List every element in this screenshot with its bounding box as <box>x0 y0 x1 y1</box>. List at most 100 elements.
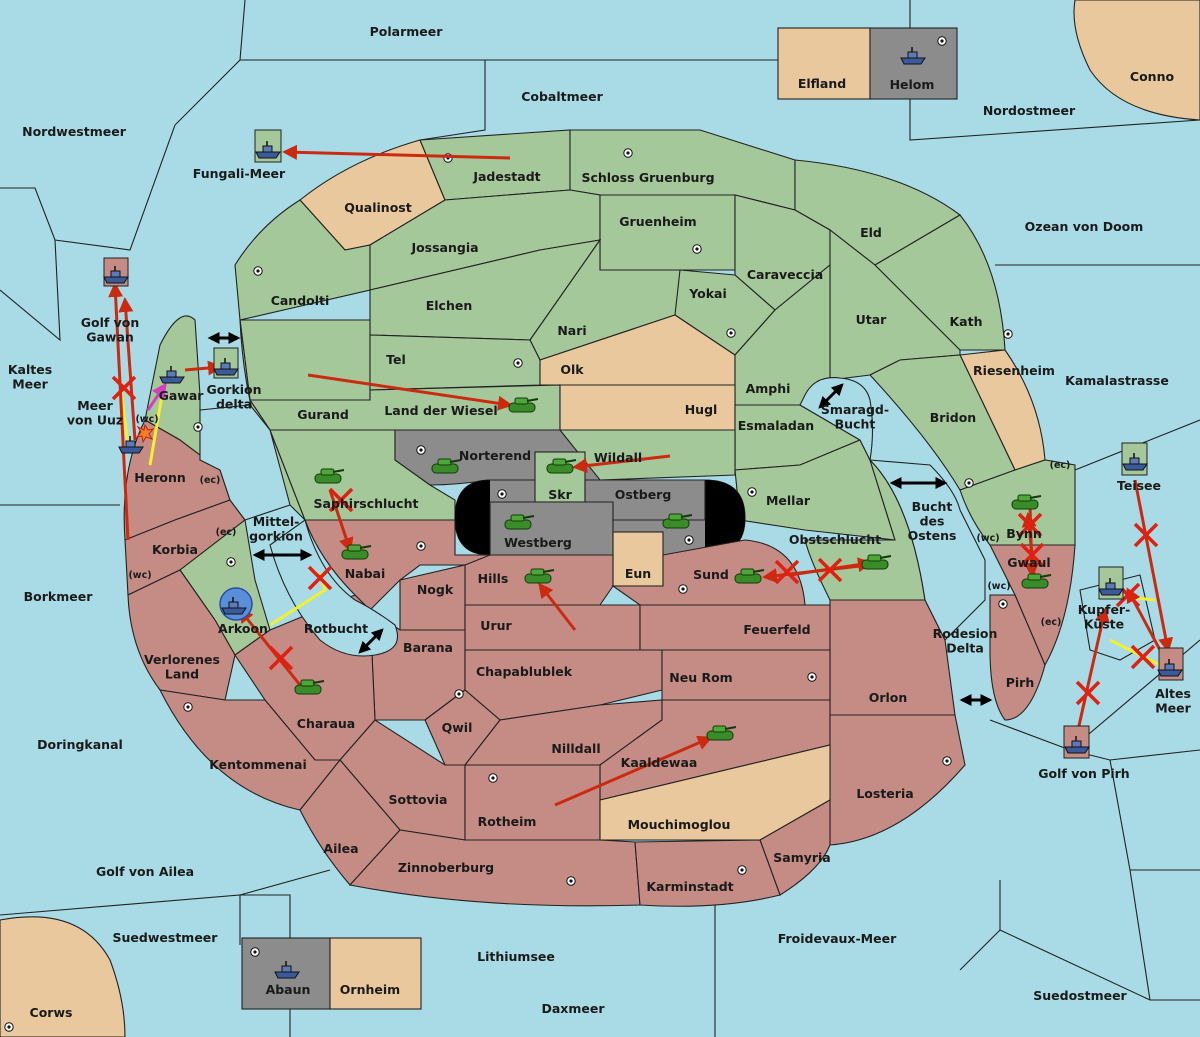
label-hills: Hills <box>478 571 509 586</box>
label-elfland: Elfland <box>798 76 846 91</box>
label-corws: Corws <box>30 1005 73 1020</box>
label-doringkanal: Doringkanal <box>37 737 123 752</box>
label-obstschlucht: Obstschlucht <box>789 532 881 547</box>
region-ornheim[interactable] <box>329 937 422 1010</box>
label-kentommenai: Kentommenai <box>209 757 307 772</box>
convoy-orders <box>146 382 167 411</box>
region-pirh[interactable] <box>989 594 1046 721</box>
label-losteria: Losteria <box>856 786 913 801</box>
label-utar: Utar <box>856 312 888 327</box>
label-neu-rom: Neu Rom <box>669 670 732 685</box>
label-gawar: Gawar <box>159 388 205 403</box>
arrow-icon <box>118 297 137 441</box>
arrow-icon <box>1133 479 1174 653</box>
label-kupfer-kueste: Kupfer-Küste <box>1078 602 1131 631</box>
label-kaaldewaa: Kaaldewaa <box>621 755 698 770</box>
region-elfland[interactable] <box>777 27 871 100</box>
arrow-icon <box>1076 607 1110 731</box>
region-corws[interactable] <box>0 916 126 1037</box>
coast-tag-wc: (wc) <box>976 533 999 544</box>
label-teisee: Teisee <box>1117 478 1161 493</box>
support-line <box>1109 638 1161 667</box>
label-hugl: Hugl <box>685 402 718 417</box>
label-mittel-gorkion: Mittel-gorkion <box>249 514 303 543</box>
label-feuerfeld: Feuerfeld <box>743 622 810 637</box>
label-land-der-wiesel: Land der Wiesel <box>384 403 497 418</box>
region-samyria[interactable] <box>759 799 831 896</box>
label-mouchimoglou: Mouchimoglou <box>628 817 731 832</box>
region-conno[interactable] <box>1073 0 1200 121</box>
label-sottovia: Sottovia <box>389 792 448 807</box>
double-arrow-icon <box>358 628 384 654</box>
label-froidevaux-meer: Froidevaux-Meer <box>778 931 897 946</box>
region-kentommenai[interactable] <box>159 689 342 811</box>
coast-tag-ec: (ec) <box>1050 460 1071 471</box>
label-eun: Eun <box>625 566 651 581</box>
label-nabai: Nabai <box>345 566 386 581</box>
coast-tag-wc: (wc) <box>987 581 1010 592</box>
label-kamalastrasse: Kamalastrasse <box>1065 373 1169 388</box>
label-fungali-meer: Fungali-Meer <box>193 166 286 181</box>
label-esmaladan: Esmaladan <box>738 418 814 433</box>
label-lithiumsee: Lithiumsee <box>477 949 555 964</box>
coast-tag-wc: (wc) <box>135 414 158 425</box>
label-candolti: Candolti <box>271 293 330 308</box>
label-nordwestmeer: Nordwestmeer <box>22 124 127 139</box>
arrow-icon <box>538 582 577 631</box>
label-norterend: Norterend <box>459 448 531 463</box>
label-daxmeer: Daxmeer <box>541 1001 605 1016</box>
label-suedwestmeer: Suedwestmeer <box>113 930 219 945</box>
region-mittel-gorkion[interactable] <box>199 404 291 521</box>
label-gruenheim: Gruenheim <box>619 214 696 229</box>
label-caraveccia: Caraveccia <box>747 267 823 282</box>
label-sund: Sund <box>693 567 729 582</box>
arrow-icon <box>554 735 713 807</box>
label-ozean-von-doom: Ozean von Doom <box>1025 219 1144 234</box>
label-korbia: Korbia <box>152 542 198 557</box>
fleet-units <box>103 46 1184 979</box>
label-gwaul: Gwaul <box>1007 555 1050 570</box>
region-smaragd-bucht[interactable] <box>799 377 874 462</box>
label-mellar: Mellar <box>766 493 811 508</box>
region-losteria[interactable] <box>829 714 966 846</box>
label-yokai: Yokai <box>688 286 727 301</box>
label-jossangia: Jossangia <box>410 240 478 255</box>
label-ailea: Ailea <box>323 841 358 856</box>
label-charaua: Charaua <box>297 716 355 731</box>
label-golf-von-ailea: Golf von Ailea <box>96 864 194 879</box>
label-arkoon: Arkoon <box>218 621 268 636</box>
label-borkmeer: Borkmeer <box>24 589 94 604</box>
region-karminstadt[interactable] <box>634 839 781 907</box>
arrow-icon <box>572 454 671 474</box>
arrow-icon <box>108 282 130 541</box>
label-nogk: Nogk <box>417 582 454 597</box>
label-abaun: Abaun <box>266 982 311 997</box>
label-ostberg: Ostberg <box>615 487 672 502</box>
label-nordostmeer: Nordostmeer <box>983 103 1076 118</box>
double-arrow-icon <box>818 383 844 409</box>
label-karminstadt: Karminstadt <box>646 879 733 894</box>
coast-tag-wc: (wc) <box>128 570 151 581</box>
label-cobaltmeer: Cobaltmeer <box>521 89 603 104</box>
label-saphirschlucht: Saphirschlucht <box>314 496 419 511</box>
coast-tag-ec: (ec) <box>200 475 221 486</box>
label-riesenheim: Riesenheim <box>973 363 1055 378</box>
label-amphi: Amphi <box>746 381 791 396</box>
label-kath: Kath <box>950 314 983 329</box>
label-pirh: Pirh <box>1006 675 1035 690</box>
label-eld: Eld <box>860 225 882 240</box>
arrow-icon <box>328 489 354 553</box>
label-golf-von-pirh: Golf von Pirh <box>1038 766 1129 781</box>
label-rotbucht: Rotbucht <box>304 621 368 636</box>
label-suedostmeer: Suedostmeer <box>1033 988 1127 1003</box>
label-qwil: Qwil <box>442 720 473 735</box>
label-westberg: Westberg <box>504 535 572 550</box>
label-barana: Barana <box>403 640 453 655</box>
label-ornheim: Ornheim <box>340 982 400 997</box>
